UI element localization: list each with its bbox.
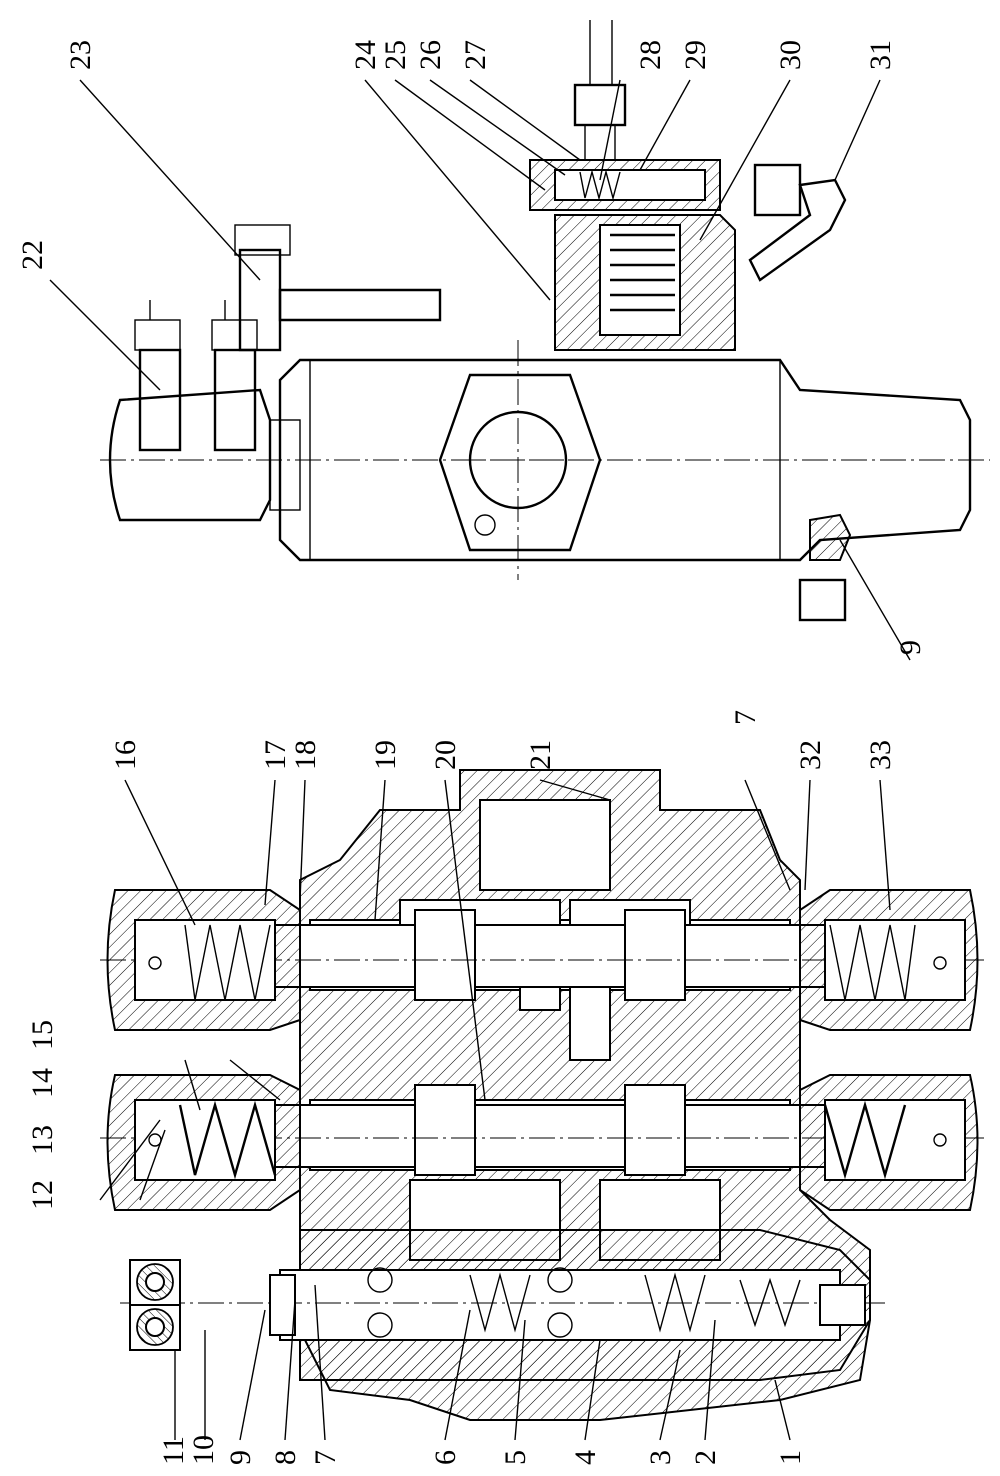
callout-1: 1 [774, 1450, 807, 1465]
callout-6: 6 [429, 1450, 462, 1465]
callout-21: 21 [524, 740, 557, 770]
callout-13: 13 [26, 1125, 59, 1155]
callout-26: 26 [414, 40, 447, 70]
callout-17: 17 [259, 740, 292, 770]
callout-28: 28 [634, 40, 667, 70]
callout-33: 33 [864, 740, 897, 770]
callout-10: 10 [187, 1435, 220, 1465]
callout-27: 27 [459, 40, 492, 70]
callout-4: 4 [569, 1450, 602, 1465]
callout-32: 32 [794, 740, 827, 770]
callout-24: 24 [349, 40, 382, 70]
callout-30: 30 [774, 40, 807, 70]
callout-20: 20 [429, 740, 462, 770]
callout-15: 15 [26, 1020, 59, 1050]
callout-9-right: 9 [894, 640, 927, 655]
callout-31: 31 [864, 40, 897, 70]
callout-5: 5 [499, 1450, 532, 1465]
callout-9: 9 [224, 1450, 257, 1465]
callout-11: 11 [157, 1436, 190, 1465]
callout-25: 25 [379, 40, 412, 70]
callout-labels: 11 10 9 8 7 6 5 4 3 2 1 12 13 14 15 16 1… [16, 40, 927, 1465]
callout-8: 8 [269, 1450, 302, 1465]
callout-3: 3 [644, 1450, 677, 1465]
callout-12: 12 [26, 1180, 59, 1210]
callout-18: 18 [289, 740, 322, 770]
callout-19: 19 [369, 740, 402, 770]
callout-23: 23 [64, 40, 97, 70]
callout-leaders [49, 79, 911, 1441]
callout-14: 14 [26, 1068, 59, 1098]
callout-29: 29 [679, 40, 712, 70]
callout-7-upper: 7 [729, 710, 762, 725]
callout-7: 7 [309, 1450, 342, 1465]
callout-22: 22 [16, 240, 49, 270]
section-view [100, 769, 985, 1421]
callout-16: 16 [109, 740, 142, 770]
callout-2: 2 [689, 1450, 722, 1465]
external-view [100, 20, 990, 622]
